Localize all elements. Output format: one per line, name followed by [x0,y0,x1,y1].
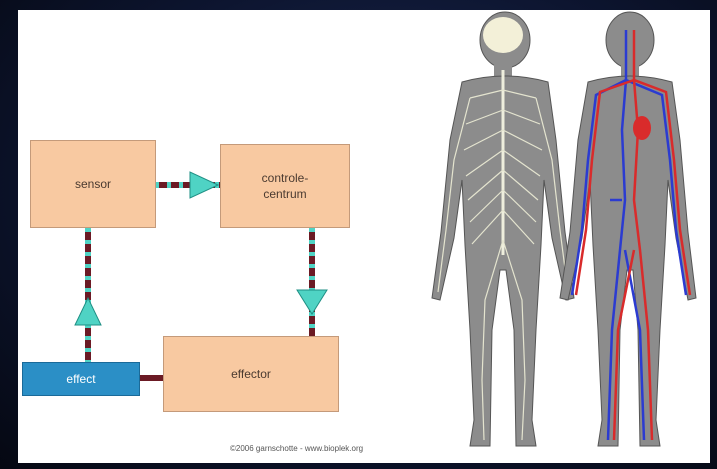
connector-effect-to-sensor [75,228,101,362]
arrow-right-icon [190,172,218,198]
control-label-line1: controle- [262,171,309,185]
effector-box: effector [163,336,339,412]
sensor-label: sensor [75,176,111,192]
credit-text: ©2006 garnschotte - www.bioplek.org [230,444,363,453]
control-center-label: controle- centrum [262,170,309,202]
control-label-line2: centrum [263,187,306,201]
sensor-box: sensor [30,140,156,228]
heart-icon [633,116,651,140]
connector-sensor-to-control [155,172,220,198]
effect-box: effect [22,362,140,396]
arrow-up-icon [75,298,101,325]
nervous-system-figure [432,12,574,446]
control-center-box: controle- centrum [220,144,350,228]
effector-label: effector [231,366,271,382]
circulatory-system-figure [560,12,696,446]
connector-control-to-effector [297,228,327,336]
arrow-down-icon [297,290,327,314]
effect-label: effect [66,372,95,386]
